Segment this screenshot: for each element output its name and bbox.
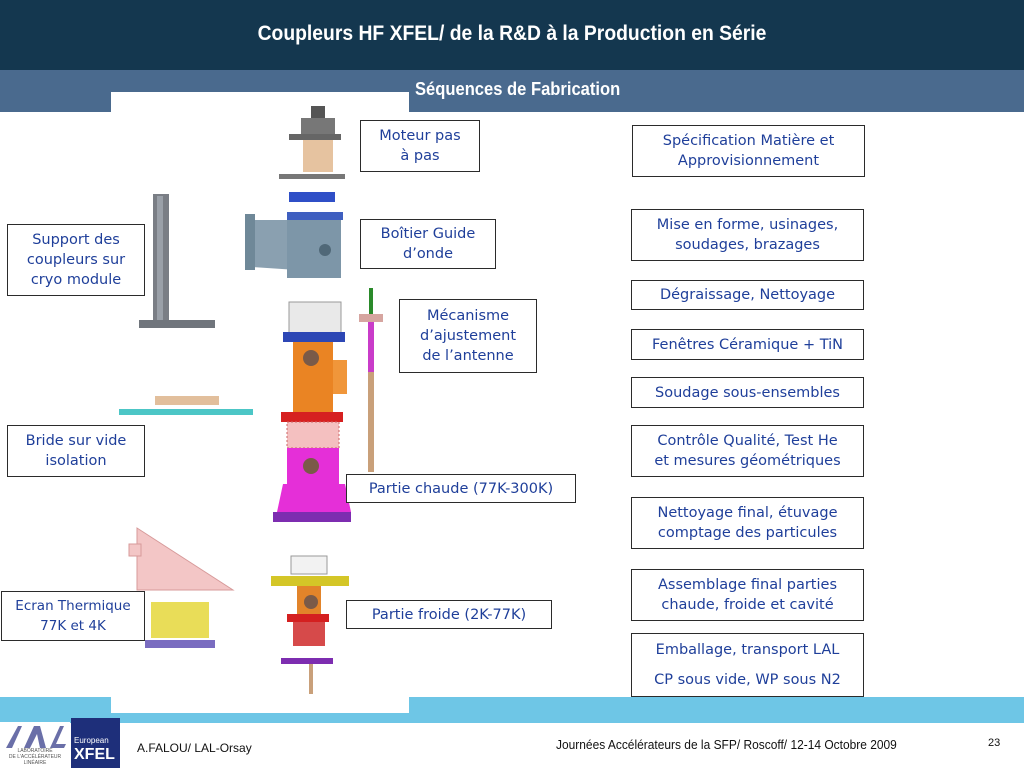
support-part: [139, 194, 215, 328]
title-bar: [0, 0, 1024, 70]
page-number: 23: [988, 737, 1001, 749]
waveguide-box-part: [245, 212, 343, 278]
step-ceramic-windows: Fenêtres Céramique + TiN: [631, 329, 864, 360]
warm-part: [273, 301, 351, 522]
step-forming-machining: Mise en forme, usinages,soudages, brazag…: [631, 209, 864, 261]
antenna-mechanism-part: [359, 288, 383, 472]
label-cold-part: Partie froide (2K-77K): [346, 600, 552, 629]
footer-author: A.FALOU/ LAL-Orsay: [137, 741, 252, 755]
cold-part: [271, 555, 349, 694]
footer-event: Journées Accélérateurs de la SFP/ Roscof…: [556, 737, 897, 752]
lal-logo: LABORATOIRE DE L'ACCÉLÉRATEUR LINÉAIRE: [0, 722, 70, 768]
flange-part: [119, 396, 253, 415]
thermal-screen-part: [128, 527, 235, 648]
coupler-assembly-drawing: [119, 106, 383, 694]
motor-part: [279, 106, 345, 202]
lal-logo-text: LABORATOIRE DE L'ACCÉLÉRATEUR LINÉAIRE: [8, 748, 62, 766]
xfel-logo-european: European: [74, 736, 109, 745]
xfel-logo-xfel: XFEL: [74, 746, 115, 763]
xfel-logo: European XFEL: [71, 718, 120, 768]
slide-title: Coupleurs HF XFEL/ de la R&D à la Produc…: [257, 22, 767, 45]
lal-logo-mark: [0, 722, 70, 768]
slide-subtitle: Séquences de Fabrication: [415, 79, 621, 99]
label-warm-part: Partie chaude (77K-300K): [346, 474, 576, 503]
step-subassembly-welding: Soudage sous-ensembles: [631, 377, 864, 408]
step-degreasing: Dégraissage, Nettoyage: [631, 280, 864, 310]
